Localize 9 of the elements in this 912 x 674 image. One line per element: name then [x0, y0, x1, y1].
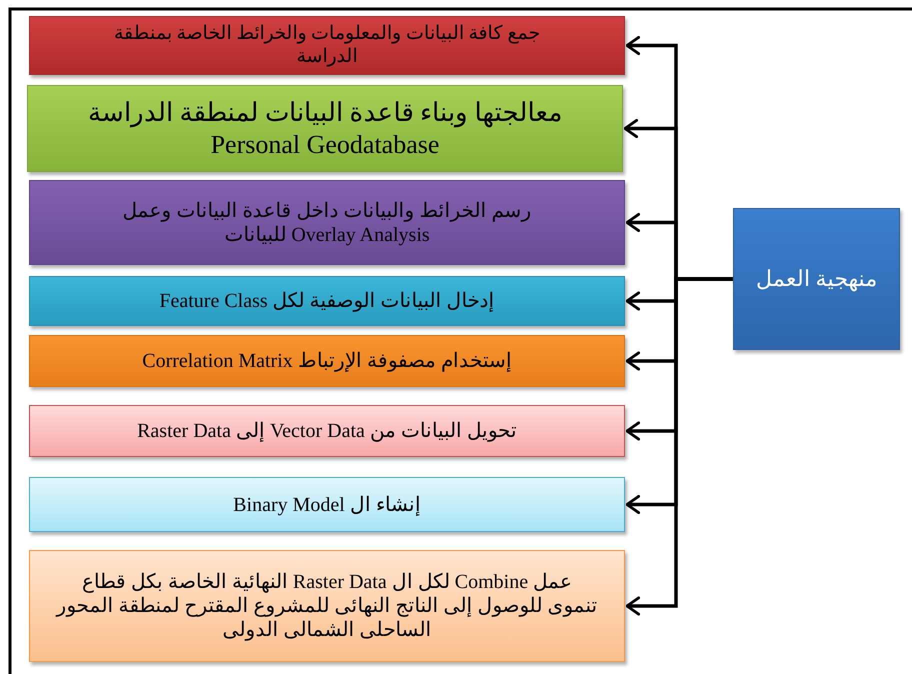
step-box: إدخال البيانات الوصفية لكل Feature Class: [29, 276, 625, 326]
step-box: إنشاء ال Binary Model: [29, 477, 625, 532]
step-box: تحويل البيانات من Vector Data إلى Raster Data: [29, 405, 625, 457]
step-box: رسم الخرائط والبيانات داخل قاعدة البيانات وعمل Overlay Analysis للبيانات: [29, 180, 625, 265]
step-box: جمع كافة البيانات والمعلومات والخرائط الخاصة بمنطقة الدراسة: [29, 16, 625, 75]
step-box: إستخدام مصفوفة الإرتباط Correlation Matrix: [29, 335, 625, 387]
arrow: [626, 277, 733, 616]
heading-box: منهجية العمل: [733, 208, 900, 350]
step-box: عمل Combine لكل ال Raster Data النهائية الخاصة بكل قطاع تنموى للوصول إلى الناتج النهائى للمشروع المقترح لمنطقة المحور الساحلى الشمالى الدولى: [29, 550, 625, 662]
